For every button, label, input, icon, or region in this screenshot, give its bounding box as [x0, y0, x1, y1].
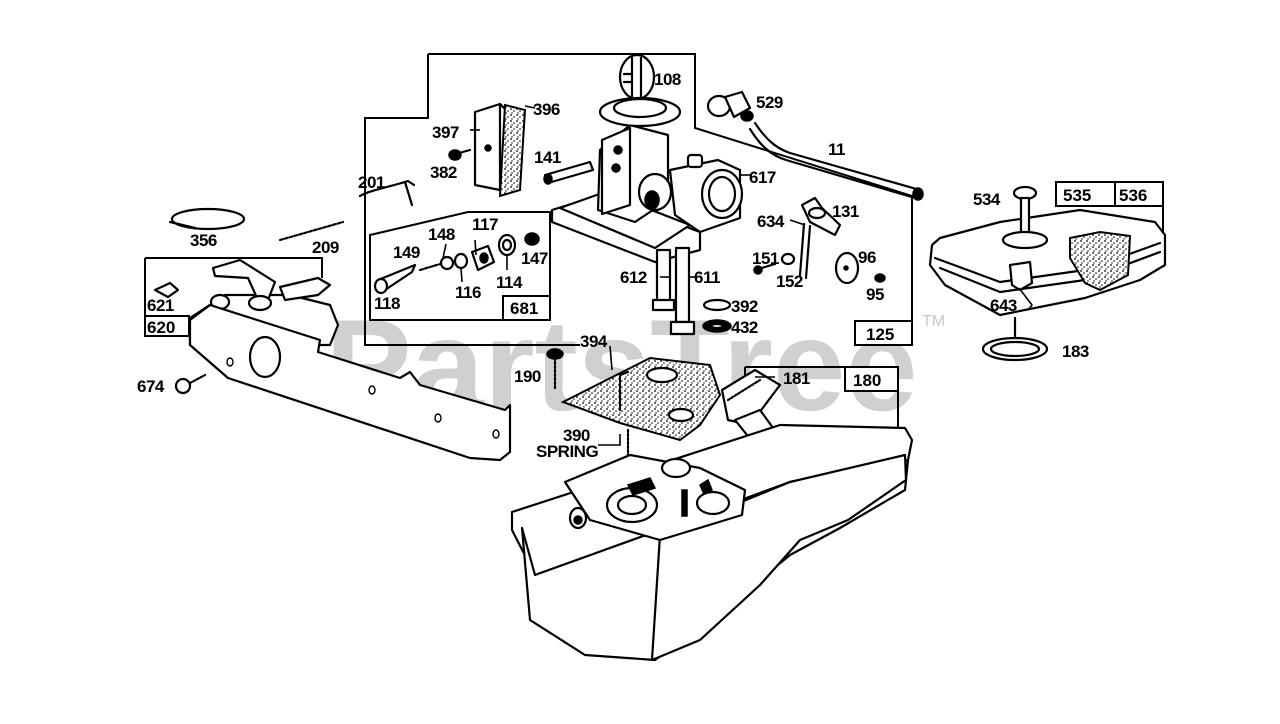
callout-209[interactable]: 209 — [312, 238, 339, 257]
callout-108[interactable]: 108 — [654, 70, 681, 89]
kit-frame-620: 620 — [144, 257, 323, 337]
callout-397[interactable]: 397 — [432, 123, 459, 142]
part-bolt-612[interactable] — [651, 248, 676, 312]
part-carburetor-body[interactable] — [550, 96, 744, 264]
kit-label-180[interactable]: 180 — [853, 371, 881, 390]
callout-95[interactable]: 95 — [866, 285, 884, 304]
part-fuel-tank[interactable] — [510, 423, 914, 662]
kit-label-125[interactable]: 125 — [866, 325, 894, 344]
part-fuel-fitting[interactable] — [706, 90, 754, 122]
callout-612[interactable]: 612 — [620, 268, 647, 287]
part-screw-382[interactable] — [448, 148, 472, 161]
part-washer-432[interactable] — [702, 319, 732, 333]
callout-432[interactable]: 432 — [731, 318, 758, 337]
callout-674[interactable]: 674 — [137, 377, 165, 396]
part-spring-209[interactable] — [278, 220, 345, 242]
kit-frame-air-cleaner: 535 536 — [1055, 181, 1164, 240]
kit-label-536[interactable]: 536 — [1119, 186, 1147, 205]
callout-356[interactable]: 356 — [190, 231, 217, 250]
part-choke-valve[interactable] — [618, 53, 656, 101]
callout-396[interactable]: 396 — [533, 100, 560, 119]
callout-529[interactable]: 529 — [756, 93, 783, 112]
callout-152[interactable]: 152 — [776, 272, 803, 291]
part-washer-152[interactable] — [780, 252, 796, 266]
callout-149[interactable]: 149 — [393, 243, 420, 262]
callout-151[interactable]: 151 — [752, 249, 779, 268]
part-gasket-394[interactable] — [560, 356, 722, 442]
part-governor-link[interactable] — [358, 179, 416, 207]
callout-534[interactable]: 534 — [973, 190, 1001, 209]
callout-118[interactable]: 118 — [374, 294, 400, 313]
kit-label-620[interactable]: 620 — [147, 318, 175, 337]
callout-634[interactable]: 634 — [757, 212, 785, 231]
callout-394[interactable]: 394 — [580, 332, 608, 351]
callout-392[interactable]: 392 — [731, 297, 758, 316]
part-fuel-pipe[interactable] — [748, 121, 924, 201]
part-screw-95[interactable] — [874, 273, 886, 283]
part-cover-screw-534[interactable] — [1001, 185, 1049, 250]
kit-label-535[interactable]: 535 — [1063, 186, 1091, 205]
watermark-trademark: TM — [922, 313, 945, 330]
callout-390[interactable]: 390 — [563, 426, 590, 445]
kit-label-681[interactable]: 681 — [510, 299, 538, 318]
callout-611[interactable]: 611 — [694, 268, 720, 287]
callout-382[interactable]: 382 — [430, 163, 457, 182]
part-bolt-611[interactable] — [669, 246, 696, 336]
part-choke-plate-96[interactable] — [834, 251, 860, 285]
callout-11[interactable]: 11 — [828, 140, 846, 159]
callout-148[interactable]: 148 — [428, 225, 455, 244]
callout-621[interactable]: 621 — [147, 296, 174, 315]
callout-190[interactable]: 190 — [514, 367, 541, 386]
part-float[interactable] — [473, 102, 527, 198]
kit-frame-681: 681 — [369, 211, 551, 321]
callout-141[interactable]: 141 — [534, 148, 561, 167]
callout-96[interactable]: 96 — [858, 248, 876, 267]
part-pin[interactable] — [543, 160, 595, 185]
callout-617[interactable]: 617 — [749, 168, 776, 187]
callout-643[interactable]: 643 — [990, 296, 1017, 315]
callout-117[interactable]: 117 — [472, 215, 498, 234]
callout-181[interactable]: 181 — [783, 369, 810, 388]
callout-183[interactable]: 183 — [1062, 342, 1089, 361]
leader-lines — [442, 105, 1034, 446]
part-governor-spring-356[interactable] — [168, 207, 246, 231]
kit-frame-125: 125 — [364, 53, 913, 346]
part-needle-valve-assembly[interactable] — [373, 232, 540, 295]
part-screw-151[interactable] — [753, 262, 777, 275]
part-gasket-183[interactable] — [981, 316, 1049, 362]
callout-201[interactable]: 201 — [358, 173, 385, 192]
callout-131[interactable]: 131 — [832, 202, 859, 221]
callout-spring[interactable]: SPRING — [536, 442, 599, 461]
callout-labels: 108 396 397 382 201 141 529 11 617 634 1… — [137, 70, 1089, 461]
part-filter-element-535[interactable] — [1069, 230, 1132, 292]
part-mounting-plate[interactable] — [188, 303, 512, 462]
part-cup-643[interactable] — [1008, 260, 1034, 292]
callout-114[interactable]: 114 — [496, 273, 523, 292]
part-link-621[interactable] — [153, 281, 180, 299]
part-screw-190[interactable] — [546, 348, 564, 392]
part-air-cleaner-body[interactable] — [928, 208, 1167, 317]
part-choke-lever[interactable] — [798, 196, 842, 280]
part-screw-674[interactable] — [174, 373, 207, 395]
callout-116[interactable]: 116 — [455, 283, 481, 302]
callout-147[interactable]: 147 — [521, 249, 548, 268]
kit-frame-180: 180 — [744, 366, 899, 440]
part-washer-392[interactable] — [702, 298, 732, 312]
